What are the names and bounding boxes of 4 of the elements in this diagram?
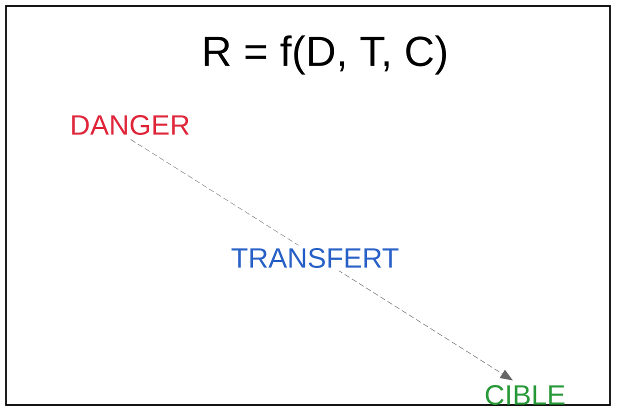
node-label: CIBLE (486, 385, 564, 405)
formula-title: R = f(D, T, C) (204, 35, 446, 75)
node-label: DANGER (72, 115, 189, 135)
edge-label: TRANSFERT (228, 245, 402, 271)
